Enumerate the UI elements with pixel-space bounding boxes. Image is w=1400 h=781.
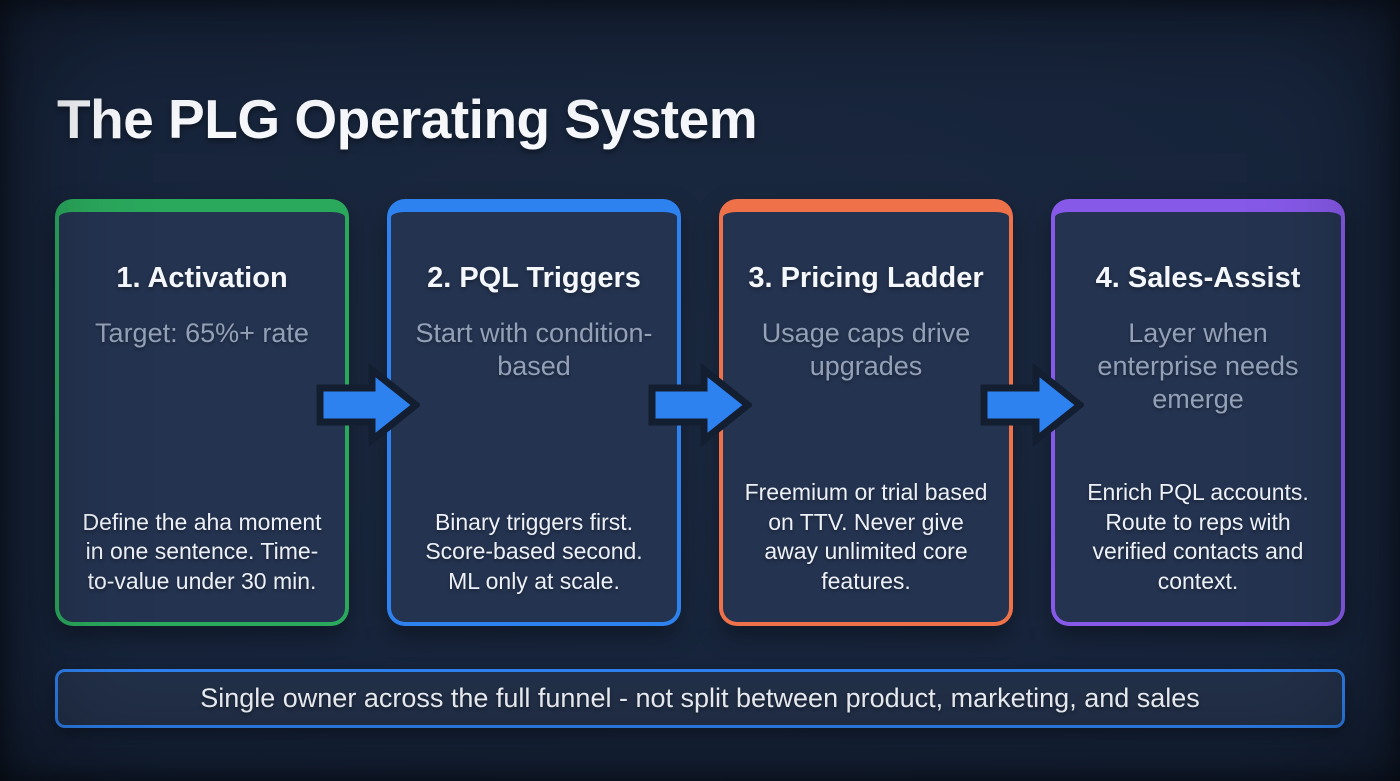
card-sales-assist: 4. Sales-Assist Layer when enterprise ne… (1051, 199, 1345, 626)
card-sales-assist-subtitle: Layer when enterprise needs emerge (1097, 318, 1299, 414)
card-pricing-ladder: 3. Pricing Ladder Usage caps drive upgra… (719, 199, 1013, 626)
card-pricing-ladder-body: Freemium or trial based on TTV. Never gi… (744, 479, 988, 594)
footer-banner-text: Single owner across the full funnel - no… (200, 683, 1200, 713)
card-sales-assist-body: Enrich PQL accounts. Route to reps with … (1087, 479, 1309, 594)
cards-row: 1. Activation Target: 65%+ rate Define t… (55, 199, 1345, 626)
card-pql-triggers-title: 2. PQL Triggers (427, 262, 641, 294)
card-activation-body: Define the aha moment in one sentence. T… (82, 508, 322, 594)
card-pql-triggers: 2. PQL Triggers Start with condition-bas… (387, 199, 681, 626)
card-pricing-ladder-title: 3. Pricing Ladder (748, 262, 984, 294)
flow-arrow-icon (980, 360, 1084, 450)
flow-arrow-icon (648, 360, 752, 450)
flow-arrow-icon (316, 360, 420, 450)
page-title: The PLG Operating System (57, 87, 758, 150)
card-activation-title: 1. Activation (116, 262, 288, 294)
card-pricing-ladder-subtitle: Usage caps drive upgrades (761, 318, 971, 381)
card-activation-subtitle: Target: 65%+ rate (95, 318, 309, 348)
footer-banner: Single owner across the full funnel - no… (55, 669, 1345, 728)
card-pql-triggers-subtitle: Start with condition-based (415, 318, 653, 381)
card-activation: 1. Activation Target: 65%+ rate Define t… (55, 199, 349, 626)
card-sales-assist-title: 4. Sales-Assist (1095, 262, 1301, 294)
card-pql-triggers-body: Binary triggers first. Score-based secon… (425, 508, 643, 594)
